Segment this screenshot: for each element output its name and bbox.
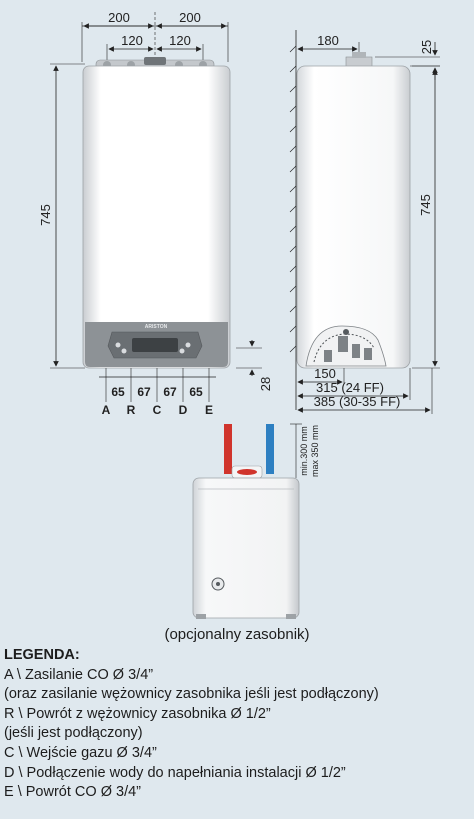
- dim-tank-min: min.300 mm: [299, 426, 309, 476]
- legend-line-a-note: (oraz zasilanie wężownicy zasobnika jeśl…: [4, 686, 379, 703]
- connection-label-e: E: [205, 403, 213, 417]
- tank-caption: (opcjonalny zasobnik): [164, 626, 310, 643]
- dim-side-bottom-150: 150: [314, 366, 336, 381]
- dim-side-depth-24: 315 (24 FF): [316, 380, 384, 395]
- wall-hatching: [289, 45, 297, 353]
- connection-label-c: C: [153, 403, 162, 417]
- legend-title: LEGENDA:: [4, 647, 80, 663]
- legend-line-e: E \ Powrót CO Ø 3/4”: [4, 784, 141, 801]
- connection-label-d: D: [179, 403, 188, 417]
- dim-spacing-1: 65: [111, 385, 125, 399]
- cold-pipe: [266, 424, 274, 474]
- legend-line-r-note: (jeśli jest podłączony): [4, 725, 143, 742]
- tank-body: [192, 477, 300, 619]
- legend-line-c: C \ Wejście gazu Ø 3/4”: [4, 744, 157, 761]
- boiler-front-body: [82, 65, 231, 369]
- dim-spacing-2: 67: [137, 385, 151, 399]
- connection-label-a: A: [102, 403, 111, 417]
- dim-tank-max: max 350 mm: [310, 425, 320, 477]
- hot-pipe: [224, 424, 232, 474]
- dim-front-inner-left: 120: [121, 33, 143, 48]
- boiler-side-body: [296, 65, 411, 369]
- dim-side-top-gap: 25: [419, 40, 434, 54]
- optional-tank: min.300 mm max 350 mm: [192, 423, 320, 619]
- dim-side-depth-30: 385 (30-35 FF): [314, 394, 401, 409]
- legend-line-d: D \ Podłączenie wody do napełniania inst…: [4, 764, 346, 781]
- dim-front-width-left: 200: [108, 10, 130, 25]
- legend-line-a: A \ Zasilanie CO Ø 3/4”: [4, 666, 154, 683]
- brand-logo-text: ARISTON: [145, 324, 168, 330]
- legend: LEGENDA: A \ Zasilanie CO Ø 3/4” (oraz z…: [4, 646, 472, 803]
- front-view: 200 200 120 120 745 ARISTON: [38, 10, 273, 417]
- dim-spacing-4: 65: [189, 385, 203, 399]
- dim-side-top-offset: 180: [317, 33, 339, 48]
- dim-spacing-3: 67: [163, 385, 177, 399]
- dim-front-width-right: 200: [179, 10, 201, 25]
- legend-line-r: R \ Powrót z wężownicy zasobnika Ø 1/2”: [4, 705, 271, 722]
- technical-drawing: 200 200 120 120 745 ARISTON: [38, 10, 440, 619]
- side-view: 180 25 745 150 315 (24 FF) 3: [289, 30, 440, 414]
- dim-side-height: 745: [418, 194, 433, 216]
- dim-front-inner-right: 120: [169, 33, 191, 48]
- dim-front-height: 745: [38, 204, 53, 226]
- dim-bottom-gap: 28: [258, 377, 273, 391]
- connection-label-r: R: [127, 403, 136, 417]
